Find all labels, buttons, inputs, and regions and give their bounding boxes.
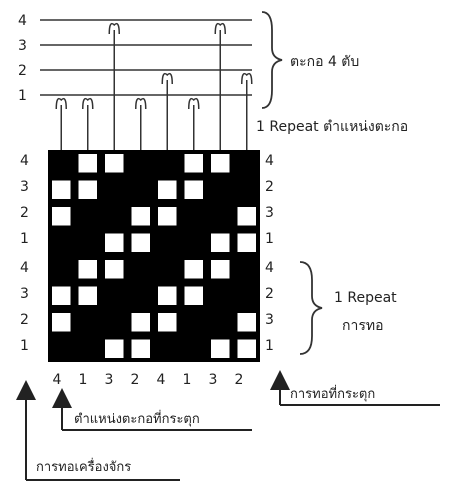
grid-cell-white [78, 260, 97, 279]
shaft-label-3: 3 [18, 38, 27, 54]
shaft-lines [40, 19, 252, 96]
row-label-right: 1 [265, 231, 274, 247]
row-label-left: 2 [20, 312, 29, 328]
row-labels-left: 4 3 2 1 4 3 2 1 [20, 153, 29, 354]
shaft-repeat-label: 1 Repeat ตำแหน่งตะกอ [256, 119, 408, 135]
grid-cell-white [131, 339, 150, 358]
row-labels-right: 4 2 3 1 4 2 3 1 [265, 153, 274, 354]
grid-cell-white [184, 154, 203, 173]
heddle-eye [161, 72, 173, 85]
grid-cell-white [131, 207, 150, 226]
grid-cell-white [211, 233, 230, 252]
weave-repeat-sub-label: การทอ [342, 318, 384, 334]
heddle-eye [214, 22, 226, 35]
grid-cell-white [105, 154, 124, 173]
weave-brace [299, 261, 323, 355]
column-label: 4 [53, 372, 62, 388]
heddle-eye [55, 97, 67, 110]
row-label-left: 2 [20, 205, 29, 221]
grid-cell-white [211, 339, 230, 358]
machine-weaving-arrow [16, 380, 180, 481]
shaft-label-4: 4 [18, 13, 27, 29]
heddle-eye [241, 72, 253, 85]
shaft-label-2: 2 [18, 63, 27, 79]
grid-cell-white [237, 207, 256, 226]
grid-cell-white [158, 286, 177, 305]
grid-cell-white [105, 339, 124, 358]
grid-cell-white [211, 260, 230, 279]
grid-cell-white [184, 260, 203, 279]
weaving-label: การทอที่กระตุก [290, 385, 375, 402]
row-label-left: 4 [20, 260, 29, 276]
grid-cell-white [184, 286, 203, 305]
grid-cell-white [184, 180, 203, 199]
row-label-right: 1 [265, 338, 274, 354]
column-label: 2 [235, 372, 244, 388]
grid-cell-white [211, 154, 230, 173]
row-label-right: 3 [265, 205, 274, 221]
weaving-arrow [270, 370, 440, 406]
weave-repeat-label: 1 Repeat [334, 290, 397, 306]
row-label-left: 4 [20, 153, 29, 169]
heddle-eye [135, 97, 147, 110]
grid-cell-white [78, 286, 97, 305]
grid-cell-white [105, 260, 124, 279]
shaft-position-arrow [52, 388, 252, 431]
column-label: 2 [131, 372, 140, 388]
warp-threads [55, 22, 253, 150]
heddle-eye [82, 97, 94, 110]
grid-cell-white [131, 233, 150, 252]
grid-cell-white [131, 313, 150, 332]
grid-cell-white [78, 154, 97, 173]
row-label-right: 4 [265, 153, 274, 169]
column-label: 4 [157, 372, 166, 388]
column-label: 3 [105, 372, 114, 388]
grid-cell-white [52, 207, 71, 226]
shaft-brace [261, 11, 283, 109]
shaft-labels: 4 3 2 1 [18, 13, 27, 104]
row-label-left: 3 [20, 179, 29, 195]
grid-cell-white [52, 286, 71, 305]
grid-cell-white [158, 207, 177, 226]
grid-cell-white [158, 180, 177, 199]
heddle-eye [188, 97, 200, 110]
grid-cell-white [52, 180, 71, 199]
weave-grid [48, 150, 260, 362]
row-label-right: 2 [265, 286, 274, 302]
shaft-label-1: 1 [18, 88, 27, 104]
grid-cell-white [237, 339, 256, 358]
row-label-right: 4 [265, 260, 274, 276]
column-label: 1 [79, 372, 88, 388]
shaft-position-label: ตำแหน่งตะกอที่กระตุก [74, 410, 200, 427]
heddle-eye [108, 22, 120, 35]
grid-cell-white [237, 313, 256, 332]
grid-cell-white [78, 180, 97, 199]
shaft-brace-label: ตะกอ 4 ตับ [290, 54, 359, 70]
grid-cell-white [105, 233, 124, 252]
grid-cell-white [237, 233, 256, 252]
row-label-left: 1 [20, 231, 29, 247]
column-labels: 4 1 3 2 4 1 3 2 [53, 372, 244, 388]
grid-cell-white [158, 313, 177, 332]
row-label-left: 3 [20, 286, 29, 302]
grid-cell-white [52, 313, 71, 332]
column-label: 1 [183, 372, 192, 388]
machine-weaving-label: การทอเครื่องจักร [36, 458, 131, 475]
row-label-left: 1 [20, 338, 29, 354]
row-label-right: 2 [265, 179, 274, 195]
row-label-right: 3 [265, 312, 274, 328]
column-label: 3 [209, 372, 218, 388]
